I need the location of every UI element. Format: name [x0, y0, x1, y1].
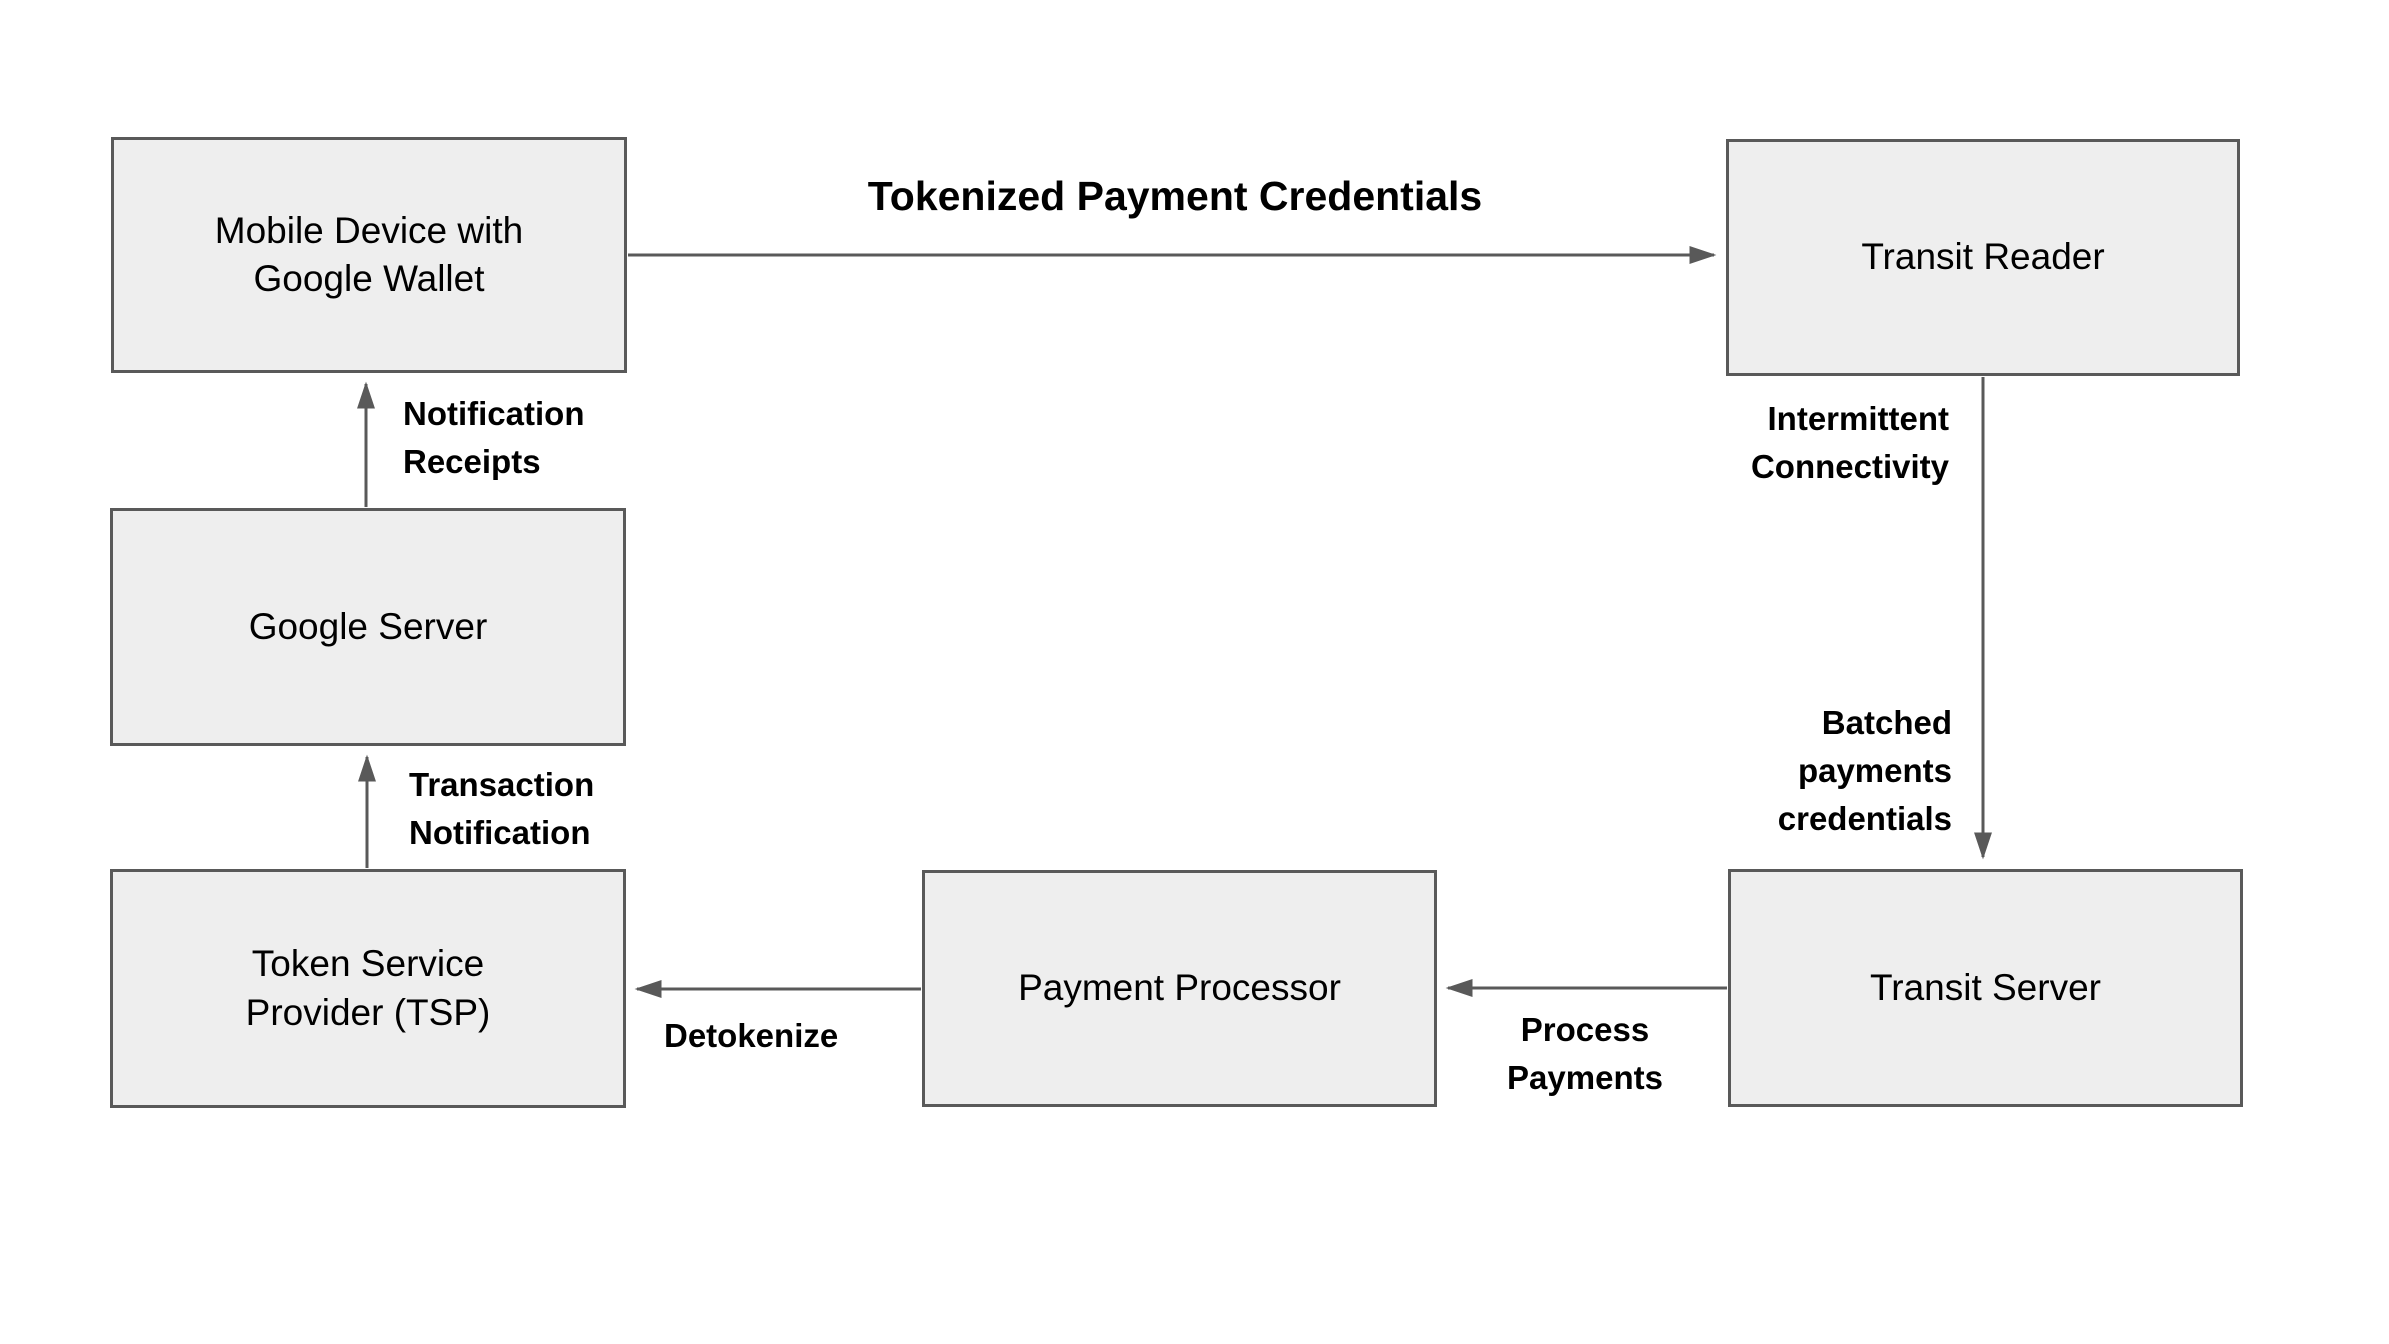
edge-label-tokenized-payment-credentials: Tokenized Payment Credentials [867, 173, 1483, 219]
node-payment-processor: Payment Processor [922, 870, 1437, 1107]
edge-label-detokenize: Detokenize [664, 1017, 839, 1054]
node-transit-reader-label: Transit Reader [1861, 236, 2105, 278]
node-transit-reader: Transit Reader [1726, 139, 2240, 376]
node-google-server: Google Server [110, 508, 626, 746]
edge-label-intermittent-connectivity: Intermittent Connectivity [1750, 400, 1949, 486]
node-token-service-provider: Token Service Provider (TSP) [110, 869, 626, 1108]
node-payment-processor-label: Payment Processor [1018, 967, 1341, 1009]
edge-label-process-payments: Process Payments [1507, 1011, 1663, 1097]
node-transit-server: Transit Server [1728, 869, 2243, 1107]
edge-label-notification-receipts: Notification Receipts [403, 395, 585, 481]
node-google-server-label: Google Server [248, 605, 488, 647]
node-transit-server-label: Transit Server [1870, 966, 2101, 1008]
node-token-service-provider-label: Token Service Provider (TSP) [245, 943, 491, 1033]
edge-label-transaction-notification: Transaction Notification [409, 766, 595, 852]
node-mobile-device: Mobile Device with Google Wallet [111, 137, 627, 373]
edge-label-batched-payments-credentials: Batched payments credentials [1777, 704, 1952, 838]
node-mobile-device-label: Mobile Device with Google Wallet [214, 209, 524, 299]
